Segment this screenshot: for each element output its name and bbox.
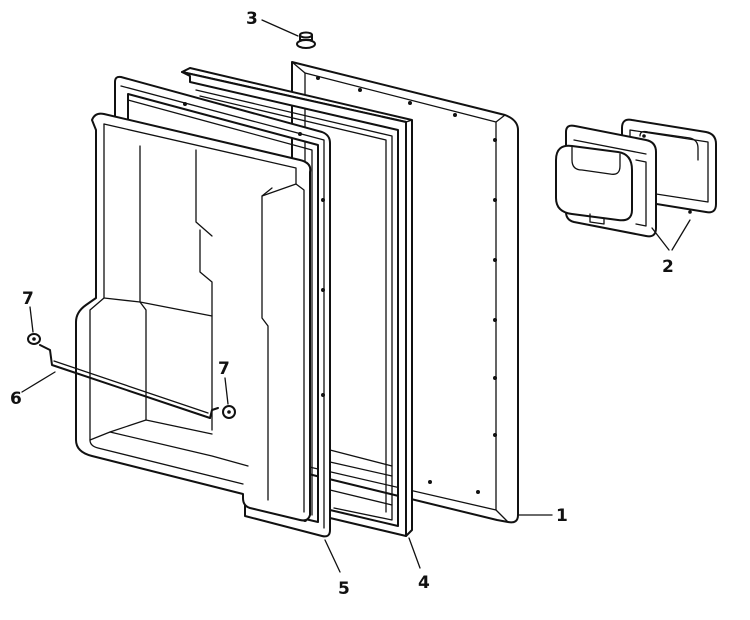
part-4-breaker-strip	[181, 67, 413, 537]
part-5-door-gasket	[114, 75, 331, 538]
inner-door-liner	[75, 112, 312, 522]
part-6-shelf-rod	[39, 344, 219, 419]
label-part-3: 3	[246, 9, 258, 29]
leader-7b	[224, 377, 229, 405]
part-1-screw-holes	[316, 76, 497, 494]
part-3-plug-button	[296, 31, 316, 49]
leader-4	[408, 537, 421, 569]
part-7-end-cap-left	[27, 333, 41, 345]
label-part-1: 1	[556, 506, 568, 526]
label-part-5: 5	[338, 579, 350, 599]
label-part-6: 6	[10, 389, 22, 409]
part-5-gasket-holes	[183, 102, 325, 522]
leader-lines	[21, 19, 691, 573]
leader-7a	[29, 306, 34, 333]
label-part-4: 4	[418, 573, 430, 593]
part-labels: 3 2 1 4 5 6 7 7	[10, 9, 674, 599]
leader-2b	[671, 219, 691, 251]
label-part-7-right: 7	[218, 359, 230, 379]
part-2-handle-assembly	[555, 118, 717, 238]
leader-2a	[651, 227, 670, 251]
leader-3	[261, 19, 299, 37]
part-7-end-cap-right	[222, 405, 236, 419]
leader-5	[324, 539, 341, 573]
label-part-7-left: 7	[22, 289, 34, 309]
label-part-2: 2	[662, 257, 674, 277]
leader-6	[21, 371, 56, 393]
